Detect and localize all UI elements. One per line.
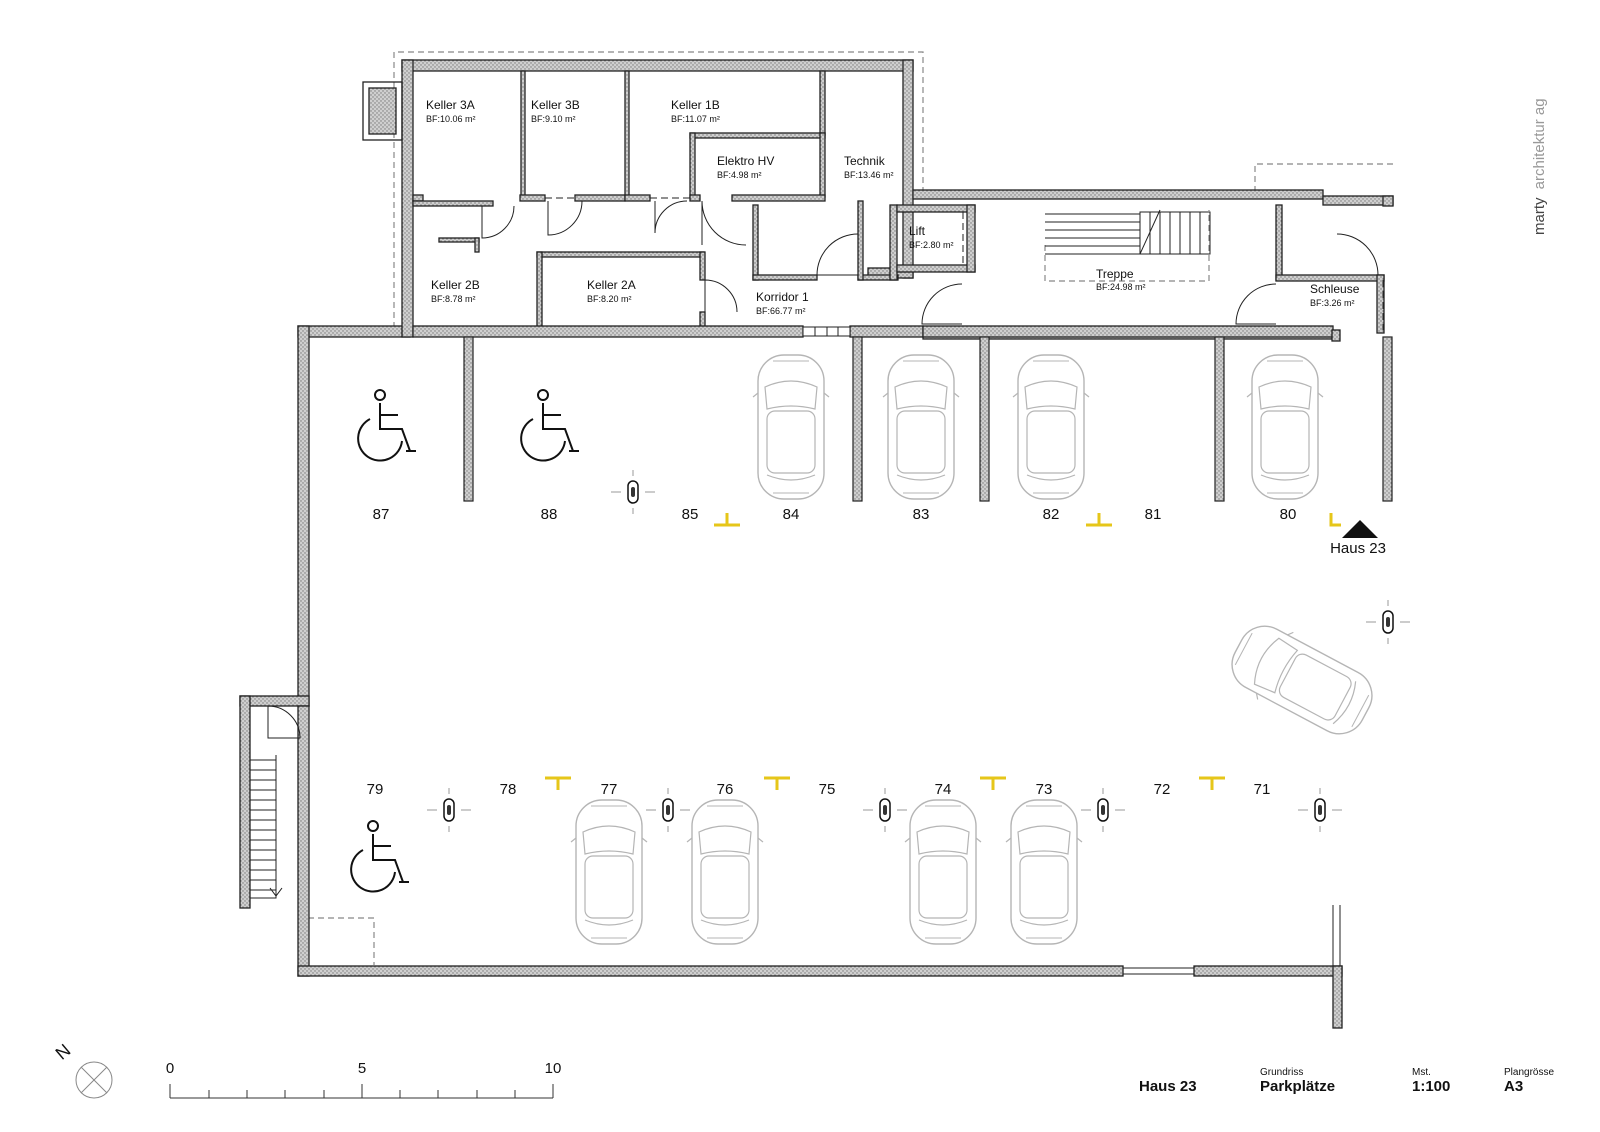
plan-title: Parkplätze [1260, 1078, 1335, 1095]
car [1246, 354, 1324, 500]
room-area: BF:10.06 m² [426, 114, 476, 124]
room-area: BF:24.98 m² [1096, 282, 1146, 292]
room-labels: Keller 3A BF:10.06 m² Keller 3B BF:9.10 … [426, 98, 1360, 316]
room-name: Keller 1B [671, 98, 720, 112]
scale-caption: Mst. [1412, 1067, 1431, 1078]
column-icon [1297, 787, 1343, 833]
entrance-label: Haus 23 [1330, 540, 1386, 557]
car [1219, 611, 1385, 749]
room-area: BF:8.20 m² [587, 294, 632, 304]
stairs-west [249, 755, 283, 899]
size-value: A3 [1504, 1078, 1523, 1095]
car [882, 354, 960, 500]
scale-value: 1:100 [1412, 1078, 1450, 1095]
parking-number: 79 [367, 781, 384, 798]
scale-label: 0 [166, 1060, 174, 1077]
column-icon [1365, 599, 1411, 645]
room-name: Keller 2B [431, 278, 480, 292]
parking-number: 80 [1280, 506, 1297, 523]
room-area: BF:9.10 m² [531, 114, 576, 124]
room-name: Technik [844, 154, 886, 168]
wheelchair-icon [350, 820, 410, 893]
room-name: Lift [909, 224, 926, 238]
parking-number: 82 [1043, 506, 1060, 523]
car [686, 799, 764, 945]
parking-number: 75 [819, 781, 836, 798]
column-icon [645, 787, 691, 833]
columns [426, 469, 1411, 833]
room-area: BF:66.77 m² [756, 306, 806, 316]
bottom-opening [1123, 905, 1341, 975]
car [1012, 354, 1090, 500]
parking-number: 71 [1254, 781, 1271, 798]
parking-number: 81 [1145, 506, 1162, 523]
car [752, 354, 830, 500]
car [904, 799, 982, 945]
parking-number: 72 [1154, 781, 1171, 798]
parking-number: 88 [541, 506, 558, 523]
parking-number: 85 [682, 506, 699, 523]
room-name: Schleuse [1310, 282, 1360, 296]
parking-number: 74 [935, 781, 952, 798]
walls [239, 59, 1394, 1029]
room-name: Elektro HV [717, 154, 774, 168]
title-block: Haus 23 Grundriss Parkplätze Mst. 1:100 … [1139, 1067, 1554, 1095]
car [570, 799, 648, 945]
parking-number: 76 [717, 781, 734, 798]
room-area: BF:4.98 m² [717, 170, 762, 180]
car [1005, 799, 1083, 945]
shaft [362, 81, 403, 141]
entrance-arrow-icon [1342, 520, 1378, 538]
parking-numbers-top: 87 88 85 84 83 82 81 80 [373, 506, 1297, 523]
wheelchair-icon [520, 389, 580, 462]
parking-number: 83 [913, 506, 930, 523]
parking-number: 73 [1036, 781, 1053, 798]
svg-text:marty architektur ag: marty architektur ag [1531, 98, 1548, 235]
room-area: BF:13.46 m² [844, 170, 894, 180]
column-icon [862, 787, 908, 833]
firm-name: marty [1531, 197, 1548, 235]
yellow-markers [545, 513, 1341, 790]
room-name: Keller 3B [531, 98, 580, 112]
room-area: BF:8.78 m² [431, 294, 476, 304]
room-area: BF:3.26 m² [1310, 298, 1355, 308]
dashed-doors [545, 197, 1384, 330]
parking-number: 87 [373, 506, 390, 523]
scale-bar [169, 1084, 554, 1099]
room-name: Korridor 1 [756, 290, 809, 304]
north-arrow: N [52, 1040, 113, 1099]
parking-numbers-bottom: 79 78 77 76 75 74 73 72 71 [367, 781, 1271, 798]
room-name: Keller 2A [587, 278, 636, 292]
plan-caption: Grundriss [1260, 1067, 1303, 1078]
parking-number: 77 [601, 781, 618, 798]
room-name: Treppe [1096, 267, 1134, 281]
dashed-outline [308, 51, 1394, 965]
doors [267, 200, 1379, 739]
firm-logo: marty architektur ag [1531, 98, 1548, 235]
room-name: Keller 3A [426, 98, 475, 112]
column-icon [426, 787, 472, 833]
column-icon [610, 469, 656, 515]
room-area: BF:11.07 m² [671, 114, 720, 124]
scale-label: 10 [545, 1060, 562, 1077]
parking-number: 84 [783, 506, 800, 523]
partition-walls [463, 336, 1393, 502]
parking-number: 78 [500, 781, 517, 798]
wheelchair-icon [357, 389, 417, 462]
room-area: BF:2.80 m² [909, 240, 954, 250]
scale-label: 5 [358, 1060, 366, 1077]
scale-labels: 0 5 10 [166, 1060, 562, 1077]
size-caption: Plangrösse [1504, 1067, 1554, 1078]
stairs-treppe [1045, 209, 1211, 255]
cars [570, 354, 1385, 945]
project-name: Haus 23 [1139, 1078, 1197, 1095]
north-label: N [52, 1040, 75, 1064]
window [802, 326, 851, 337]
firm-suffix: architektur ag [1531, 98, 1548, 189]
column-icon [1080, 787, 1126, 833]
